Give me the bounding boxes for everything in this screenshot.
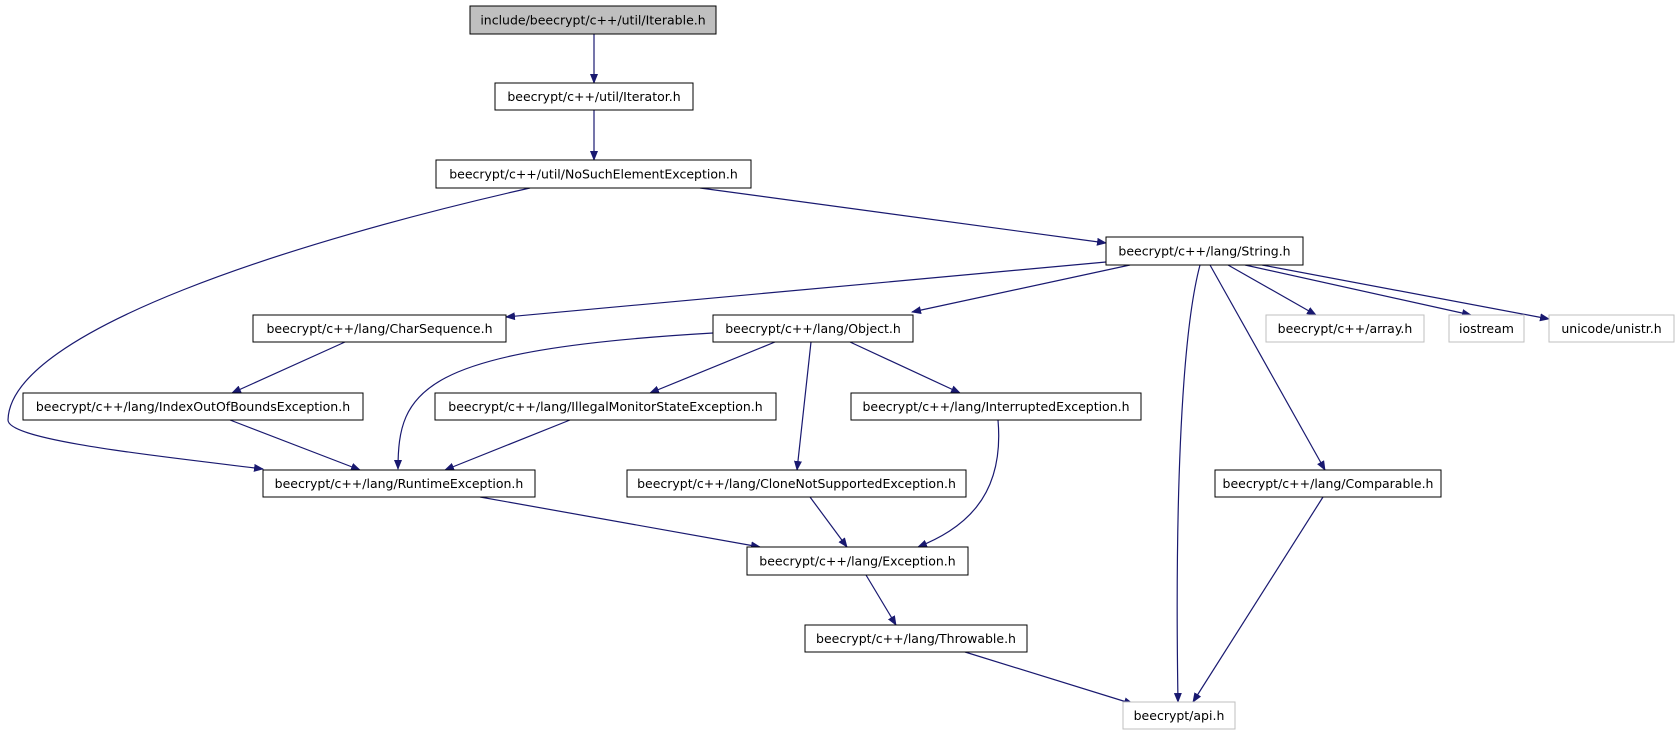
edge-string-to-object: [911, 264, 1131, 315]
node-box: [262, 469, 536, 498]
edge-runtime-to-exception: [479, 496, 761, 550]
node-label: beecrypt/c++/lang/CloneNotSupportedExcep…: [637, 476, 956, 491]
edge-nosuch-to-runtime: [7, 187, 531, 472]
node-array: beecrypt/c++/array.h: [1265, 314, 1425, 343]
node-unistr: unicode/unistr.h: [1548, 314, 1675, 343]
node-box: [252, 314, 507, 343]
edge-object-to-illegal: [649, 341, 776, 394]
node-label: beecrypt/c++/array.h: [1278, 321, 1413, 336]
node-label: beecrypt/c++/lang/String.h: [1118, 244, 1290, 259]
node-box: [626, 469, 967, 498]
edge-charseq-to-indexout: [231, 341, 346, 394]
node-label: include/beecrypt/c++/util/Iterable.h: [480, 13, 705, 28]
node-charseq[interactable]: beecrypt/c++/lang/CharSequence.h: [252, 314, 507, 343]
node-box: [712, 314, 914, 343]
node-label: beecrypt/c++/lang/Comparable.h: [1223, 476, 1434, 491]
node-clone[interactable]: beecrypt/c++/lang/CloneNotSupportedExcep…: [626, 469, 967, 498]
edge-object-to-interrupted: [849, 341, 961, 394]
node-label: beecrypt/api.h: [1134, 708, 1225, 723]
node-illegal[interactable]: beecrypt/c++/lang/IllegalMonitorStateExc…: [434, 392, 777, 421]
node-string[interactable]: beecrypt/c++/lang/String.h: [1105, 236, 1304, 266]
node-label: beecrypt/c++/lang/IndexOutOfBoundsExcept…: [36, 399, 350, 414]
node-throwable[interactable]: beecrypt/c++/lang/Throwable.h: [804, 624, 1028, 653]
node-box: [435, 159, 752, 189]
node-box: [1214, 469, 1442, 498]
node-label: beecrypt/c++/util/NoSuchElementException…: [449, 167, 738, 182]
node-exception[interactable]: beecrypt/c++/lang/Exception.h: [746, 546, 969, 576]
edge-nosuch-to-string: [699, 187, 1107, 246]
edge-string-to-iostream: [1244, 264, 1472, 317]
node-label: beecrypt/c++/lang/RuntimeException.h: [275, 476, 524, 491]
edge-throwable-to-api: [964, 651, 1134, 706]
edges-layer: [7, 34, 1550, 706]
node-label: unicode/unistr.h: [1561, 321, 1661, 336]
edge-object-to-clone: [794, 341, 812, 471]
node-box: [804, 624, 1028, 653]
node-nosuch[interactable]: beecrypt/c++/util/NoSuchElementException…: [435, 159, 752, 189]
node-label: beecrypt/c++/lang/Object.h: [725, 321, 901, 336]
edge-string-to-comparable: [1209, 264, 1326, 471]
node-box: [1448, 314, 1525, 343]
edge-clone-to-exception: [809, 496, 848, 548]
node-comparable[interactable]: beecrypt/c++/lang/Comparable.h: [1214, 469, 1442, 498]
edge-indexout-to-runtime: [229, 419, 361, 471]
edge-exception-to-throwable: [865, 574, 897, 626]
edge-string-to-array: [1227, 264, 1317, 316]
node-box: [1105, 236, 1304, 266]
node-iterable: include/beecrypt/c++/util/Iterable.h: [469, 5, 717, 35]
node-iostream: iostream: [1448, 314, 1525, 343]
node-label: beecrypt/c++/lang/Throwable.h: [816, 631, 1016, 646]
node-box: [746, 546, 969, 576]
edge-string-to-api: [1173, 264, 1201, 703]
node-runtime[interactable]: beecrypt/c++/lang/RuntimeException.h: [262, 469, 536, 498]
nodes-layer: include/beecrypt/c++/util/Iterable.h beec…: [22, 5, 1675, 730]
node-label: iostream: [1459, 321, 1514, 336]
node-box: [469, 5, 717, 35]
edge-illegal-to-runtime: [444, 419, 571, 471]
edge-string-to-charseq: [505, 261, 1107, 321]
node-api: beecrypt/api.h: [1122, 701, 1236, 730]
node-label: beecrypt/c++/util/Iterator.h: [507, 89, 680, 104]
node-label: beecrypt/c++/lang/IllegalMonitorStateExc…: [448, 399, 762, 414]
node-label: beecrypt/c++/lang/InterruptedException.h: [862, 399, 1129, 414]
node-box: [1122, 701, 1236, 730]
node-box: [850, 392, 1142, 421]
node-box: [494, 82, 694, 111]
node-box: [434, 392, 777, 421]
node-interrupted[interactable]: beecrypt/c++/lang/InterruptedException.h: [850, 392, 1142, 421]
node-box: [22, 392, 364, 421]
edge-object-to-runtime: [394, 332, 714, 470]
node-label: beecrypt/c++/lang/Exception.h: [759, 554, 955, 569]
edge-comparable-to-api: [1192, 496, 1324, 703]
edge-interrupted-to-exception: [917, 419, 1000, 548]
node-indexout[interactable]: beecrypt/c++/lang/IndexOutOfBoundsExcept…: [22, 392, 364, 421]
node-box: [1265, 314, 1425, 343]
node-label: beecrypt/c++/lang/CharSequence.h: [266, 321, 492, 336]
node-object[interactable]: beecrypt/c++/lang/Object.h: [712, 314, 914, 343]
node-iterator[interactable]: beecrypt/c++/util/Iterator.h: [494, 82, 694, 111]
node-box: [1548, 314, 1675, 343]
edge-string-to-unistr: [1261, 264, 1550, 322]
